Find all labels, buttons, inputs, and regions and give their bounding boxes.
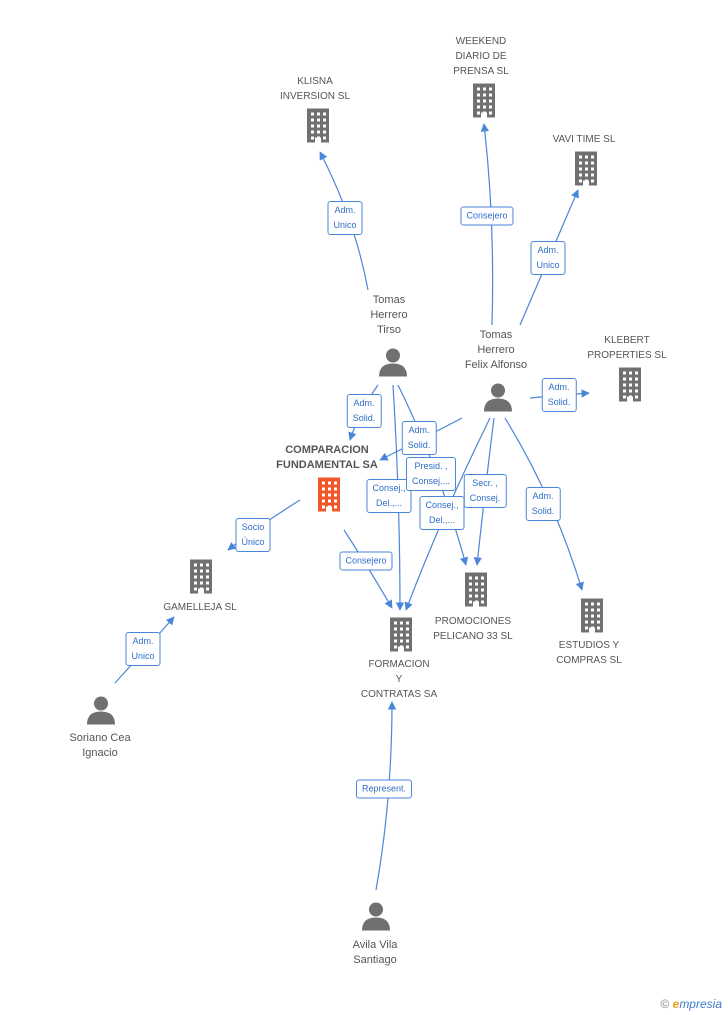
node-label-klebert[interactable]: KLEBERT PROPERTIES SL [587,335,667,361]
node-label-felix[interactable]: Tomas Herrero Felix Alfonso [464,329,528,371]
node-label-vavi[interactable]: VAVI TIME SL [552,134,616,145]
node-label-formacion[interactable]: FORMACION Y CONTRATAS SA [360,659,438,700]
node-label-tirso[interactable]: Tomas Herrero Tirso [370,294,408,336]
edge-label-felix-vavi[interactable]: Adm. Unico [530,241,566,275]
node-label-klisna[interactable]: KLISNA INVERSION SL [279,76,351,102]
edge-label-avila-formacion[interactable]: Represent. [355,779,413,799]
building-icon-weekend[interactable] [469,82,499,123]
edge-label-felix-estudios[interactable]: Adm. Solid. [525,487,561,521]
edge-label-soriano-gamelleja[interactable]: Adm. Unico [125,632,161,666]
building-icon-vavi[interactable] [571,150,601,191]
node-label-estudios[interactable]: ESTUDIOS Y COMPRAS SL [556,640,622,666]
copyright-symbol: © [660,997,670,1011]
brand-name: mpresia [679,997,722,1011]
node-label-comparacion[interactable]: COMPARACION FUNDAMENTAL SA [276,444,378,471]
edge-label-comparacion-gamelleja[interactable]: Socio Único [235,518,271,552]
edge-label-tirso-formacion[interactable]: Consej., Del.,... [366,479,412,513]
node-label-promociones[interactable]: PROMOCIONES PELICANO 33 SL [433,616,513,642]
edge-label-felix-formacion[interactable]: Consej., Del.,... [419,496,465,530]
node-label-soriano[interactable]: Soriano Cea Ignacio [69,732,131,759]
building-icon-comparacion[interactable] [314,476,344,517]
person-icon-tirso[interactable] [378,347,408,382]
brand-initial: e [672,997,680,1011]
building-icon-promociones[interactable] [461,571,491,612]
edge-label-felix-comparacion[interactable]: Adm. Solid. [401,421,437,455]
node-label-gamelleja[interactable]: GAMELLEJA SL [163,602,237,613]
edge-label-felix-klebert[interactable]: Adm. Solid. [541,378,577,412]
edge-label-felix-promociones[interactable]: Secr. , Consej. [463,474,507,508]
edge-label-felix-weekend[interactable]: Consejero [460,206,514,226]
building-icon-formacion[interactable] [386,616,416,657]
node-label-weekend[interactable]: WEEKEND DIARIO DE PRENSA SL [453,36,509,77]
node-label-avila[interactable]: Avila Vila Santiago [352,939,398,966]
building-icon-gamelleja[interactable] [186,558,216,599]
edge-label-comparacion-formacion[interactable]: Consejero [339,551,393,571]
person-icon-felix[interactable] [483,382,513,417]
brand-footer[interactable]: © empresia [660,997,722,1011]
edge-label-tirso-klisna[interactable]: Adm. Unico [327,201,363,235]
edge-label-tirso-comparacion[interactable]: Adm. Solid. [346,394,382,428]
person-icon-avila[interactable] [361,901,391,936]
person-icon-soriano[interactable] [86,695,116,730]
edge-label-tirso-promociones[interactable]: Presid. , Consej.... [405,457,457,491]
building-icon-klisna[interactable] [303,107,333,148]
building-icon-estudios[interactable] [577,597,607,638]
building-icon-klebert[interactable] [615,366,645,407]
